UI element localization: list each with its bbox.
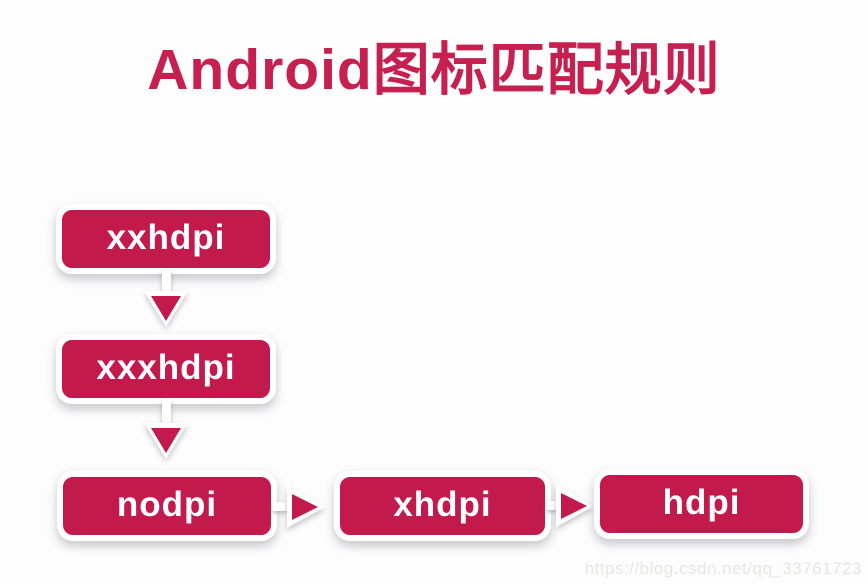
node-label: xxhdpi — [106, 218, 226, 257]
node-label: xhdpi — [393, 485, 492, 524]
node-xxxhdpi: xxxhdpi — [56, 334, 276, 404]
watermark: https://blog.csdn.net/qq_33761723 — [584, 559, 862, 578]
node-hdpi: hdpi — [594, 469, 809, 539]
arrow-stem — [162, 270, 171, 294]
page-title: Android图标匹配规则 — [147, 38, 721, 102]
node-xxhdpi: xxhdpi — [56, 204, 276, 274]
node-label: hdpi — [662, 483, 741, 522]
arrow-down-icon — [144, 423, 188, 459]
arrow-right-icon — [556, 485, 594, 527]
arrow-stem — [272, 502, 294, 511]
arrow-down-icon — [144, 291, 188, 327]
node-label: xxxhdpi — [96, 348, 236, 387]
node-label: nodpi — [116, 485, 218, 524]
arrow-stem — [162, 400, 171, 424]
node-xhdpi: xhdpi — [334, 471, 551, 541]
node-nodpi: nodpi — [57, 471, 277, 541]
arrow-right-icon — [287, 486, 325, 528]
